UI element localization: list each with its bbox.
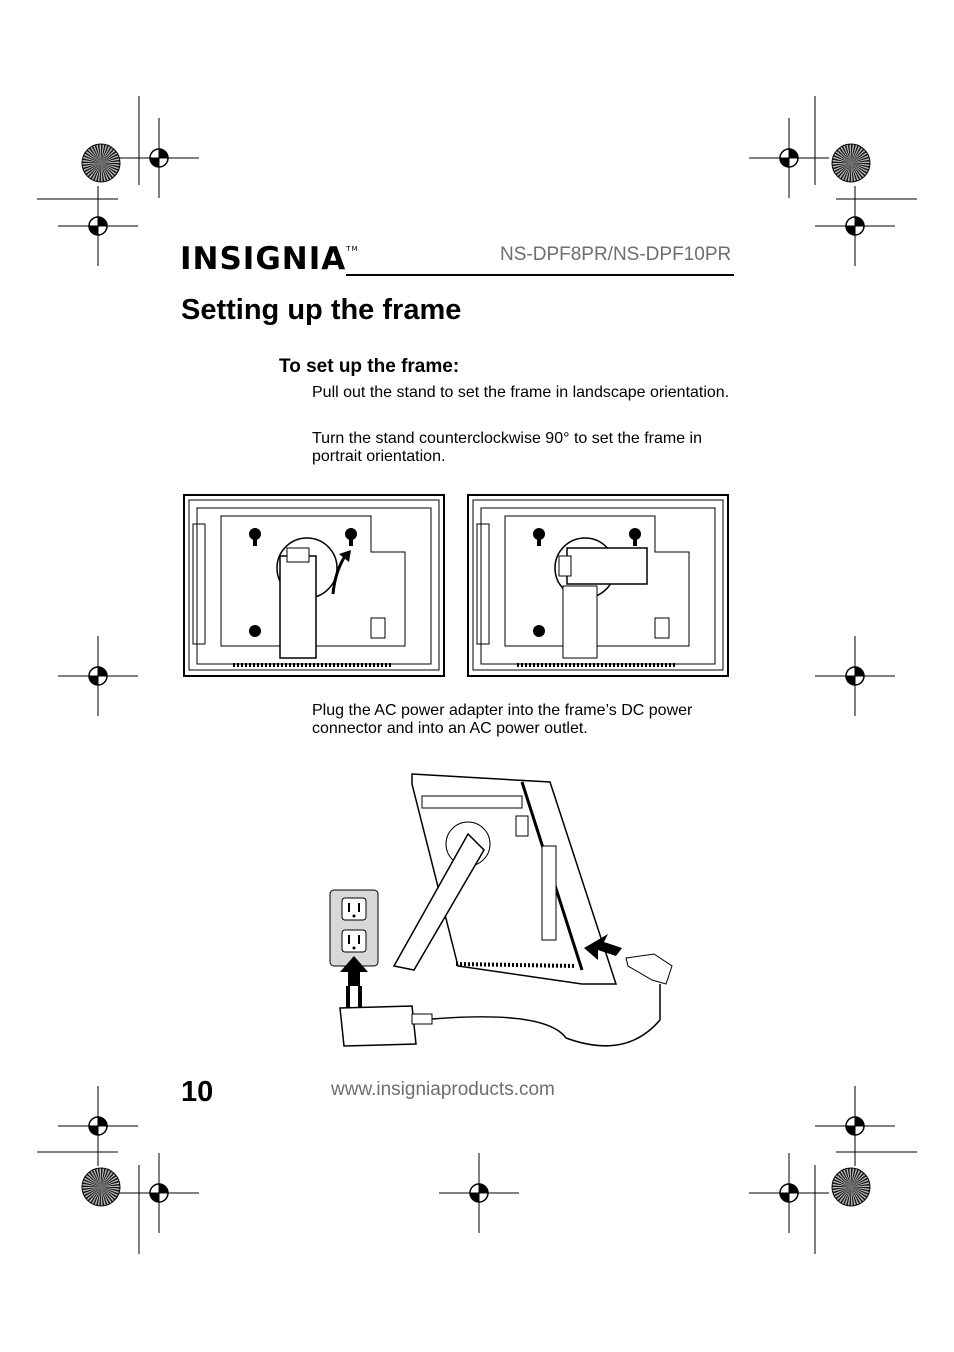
footer-url: www.insigniaproducts.com	[331, 1079, 555, 1100]
registration-target-icon	[749, 1153, 829, 1233]
registration-target-icon	[815, 1086, 895, 1166]
power-adapter-illustration	[329, 773, 673, 1047]
registration-target-icon	[439, 1153, 519, 1233]
step-1-text: Pull out the stand to set the frame in l…	[312, 384, 730, 401]
starburst-mark-icon	[81, 1167, 121, 1207]
registration-target-icon	[119, 118, 199, 198]
registration-target-icon	[58, 1086, 138, 1166]
model-number: NS-DPF8PR/NS-DPF10PR	[500, 244, 732, 265]
logo-text: INSIGNIA	[180, 241, 347, 277]
step-3-text: Plug the AC power adapter into the frame…	[312, 702, 693, 737]
registration-target-icon	[815, 636, 895, 716]
header-rule	[346, 274, 734, 276]
registration-target-icon	[119, 1153, 199, 1233]
section-title: Setting up the frame	[181, 294, 462, 326]
step-2-text: Turn the stand counterclockwise 90° to s…	[312, 430, 702, 465]
registration-target-icon	[58, 186, 138, 266]
registration-target-icon	[749, 118, 829, 198]
starburst-mark-icon	[831, 1167, 871, 1207]
procedure-heading: To set up the frame:	[279, 356, 460, 377]
landscape-stand-illustration	[183, 494, 445, 677]
starburst-mark-icon	[81, 143, 121, 183]
portrait-stand-illustration	[467, 494, 729, 677]
starburst-mark-icon	[831, 143, 871, 183]
insignia-logo: INSIGNIATM	[180, 244, 359, 275]
registration-target-icon	[58, 636, 138, 716]
page-number: 10	[181, 1076, 214, 1108]
registration-target-icon	[815, 186, 895, 266]
logo-trademark: TM	[346, 245, 359, 253]
